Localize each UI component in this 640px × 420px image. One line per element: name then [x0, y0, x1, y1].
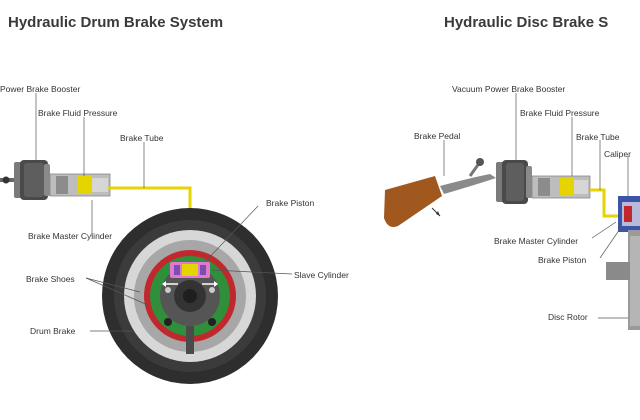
drum-wheel — [102, 208, 278, 384]
label-caliper: Caliper — [604, 149, 631, 159]
drum-slave-cylinder — [162, 262, 218, 287]
drum-booster — [14, 160, 50, 200]
label-brake-master-cylinder-disc: Brake Master Cylinder — [494, 236, 579, 246]
label-brake-fluid-pressure-disc: Brake Fluid Pressure — [520, 108, 600, 118]
label-vacuum-power-brake-booster: Vacuum Power Brake Booster — [452, 84, 566, 94]
drum-system-title: Hydraulic Drum Brake System — [8, 14, 224, 31]
disc-system-title: Hydraulic Disc Brake S — [444, 14, 609, 31]
label-disc-rotor: Disc Rotor — [548, 312, 588, 322]
disc-rotor — [606, 230, 640, 330]
disc-booster — [496, 160, 532, 204]
label-brake-tube-disc: Brake Tube — [576, 132, 620, 142]
label-brake-piston-disc: Brake Piston — [538, 255, 587, 265]
disc-master-cylinder — [531, 175, 591, 199]
label-brake-pedal: Brake Pedal — [414, 131, 461, 141]
drum-system-artwork — [0, 93, 293, 384]
pedal-pivot — [2, 176, 10, 184]
label-brake-fluid-pressure: Brake Fluid Pressure — [38, 108, 118, 118]
label-slave-cylinder: Slave Cylinder — [294, 270, 349, 280]
label-brake-tube: Brake Tube — [120, 133, 164, 143]
disc-system-artwork — [384, 93, 640, 330]
label-brake-master-cylinder: Brake Master Cylinder — [28, 231, 113, 241]
disc-brake-tube — [590, 188, 620, 218]
drum-leader-lines — [35, 93, 293, 332]
label-brake-piston: Brake Piston — [266, 198, 315, 208]
disc-brake-pedal — [384, 158, 496, 227]
label-drum-brake: Drum Brake — [30, 326, 76, 336]
drum-master-cylinder — [49, 173, 111, 197]
label-brake-shoes: Brake Shoes — [26, 274, 75, 284]
label-power-brake-booster: Power Brake Booster — [0, 84, 81, 94]
disc-caliper — [618, 196, 640, 232]
disc-leader-lines — [443, 93, 629, 319]
